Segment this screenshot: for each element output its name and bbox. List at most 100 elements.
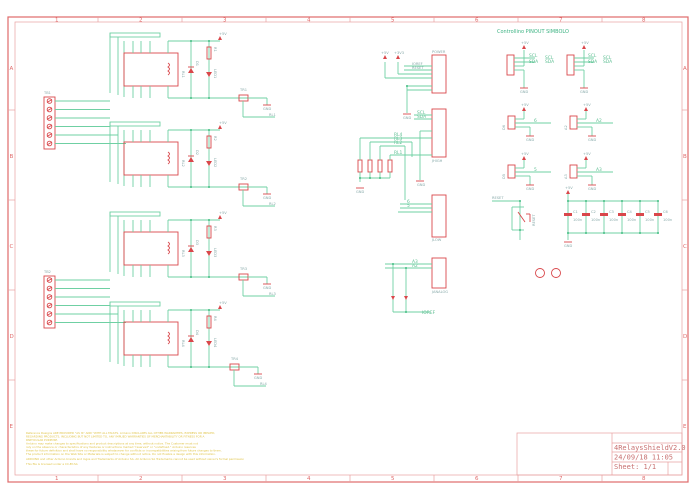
connector-body bbox=[569, 164, 578, 179]
relay-coil bbox=[167, 331, 170, 345]
led-label: LED1 bbox=[213, 69, 217, 78]
design-name: 4RelaysShieldV2.0 bbox=[614, 444, 686, 452]
gnd-label: GND bbox=[263, 196, 271, 200]
relay-label: RL1 bbox=[181, 71, 185, 78]
col-label: 5 bbox=[391, 476, 395, 482]
net-label: RL2 bbox=[269, 202, 276, 206]
gnd-label: GND bbox=[588, 138, 596, 142]
led-label: LED2 bbox=[213, 158, 217, 167]
capacitor-icon bbox=[600, 213, 608, 216]
screw-slot bbox=[46, 107, 53, 112]
pullup-resistors: GND bbox=[356, 138, 393, 194]
capacitor-c6: C6 100n bbox=[654, 200, 672, 234]
mounting-hole bbox=[535, 268, 545, 278]
connector-body bbox=[507, 164, 516, 179]
svg-text:A2: A2 bbox=[412, 263, 418, 269]
vcc-label: +5V bbox=[219, 211, 227, 215]
screw-slot bbox=[46, 141, 53, 146]
screw-slot bbox=[46, 303, 53, 308]
svg-text:6: 6 bbox=[407, 199, 410, 205]
note-line: these for future definition and shall ha… bbox=[26, 449, 222, 453]
row-label: A bbox=[683, 66, 687, 72]
svg-text:+5V: +5V bbox=[581, 41, 589, 45]
row-label: D bbox=[683, 334, 687, 340]
col-label: 6 bbox=[475, 476, 479, 482]
relay-body bbox=[123, 321, 179, 356]
svg-text:RL2: RL2 bbox=[394, 140, 402, 146]
net-label: A2 bbox=[596, 118, 602, 124]
svg-text:SCL: SCL bbox=[529, 53, 538, 59]
screw-terminal-pin bbox=[46, 302, 53, 309]
capacitor-value: 100n bbox=[663, 218, 672, 222]
diode-icon bbox=[188, 157, 194, 162]
decoupling-capacitors: +5V GND C1100nC2100nC3100nC4100nC5100nC6… bbox=[564, 186, 672, 248]
net-label: 5 bbox=[534, 167, 537, 173]
col-label: 4 bbox=[307, 476, 311, 482]
svg-text:+5V: +5V bbox=[381, 51, 389, 55]
section-title: Controllino PINOUT SIMBOLO bbox=[497, 29, 569, 35]
diode-label: D2 bbox=[195, 150, 199, 155]
svg-text:+3V3: +3V3 bbox=[394, 51, 404, 55]
relay-label: RL4 bbox=[181, 340, 185, 347]
net-label: A3 bbox=[596, 167, 602, 173]
screw-terminal-pin bbox=[46, 319, 53, 326]
svg-text:IOREF: IOREF bbox=[412, 62, 423, 66]
capacitor-name: C6 bbox=[663, 210, 669, 214]
screw-slot bbox=[46, 320, 53, 325]
svg-text:+5V: +5V bbox=[565, 186, 573, 190]
vcc-icon bbox=[218, 125, 222, 129]
svg-text:SDA: SDA bbox=[545, 59, 554, 65]
transistor-label: TR2 bbox=[239, 177, 247, 181]
svg-text:GND: GND bbox=[356, 190, 364, 194]
capacitor-icon bbox=[582, 213, 590, 216]
capacitor-icon bbox=[654, 213, 662, 216]
led-icon bbox=[206, 341, 212, 346]
capacitor-name: C5 bbox=[645, 210, 650, 214]
screw-slot bbox=[46, 286, 53, 291]
row-label: E bbox=[683, 424, 687, 430]
connector-label: D5 bbox=[502, 174, 506, 179]
screw-terminal-pin bbox=[46, 285, 53, 292]
svg-text:TB1: TB1 bbox=[43, 91, 51, 95]
col-label: 8 bbox=[642, 18, 646, 24]
column-labels-bottom: 1 2 3 4 5 6 7 8 bbox=[55, 476, 646, 482]
led-icon bbox=[206, 161, 212, 166]
relay-body bbox=[123, 231, 179, 266]
svg-text:RL3: RL3 bbox=[394, 136, 402, 142]
capacitor-value: 100n bbox=[573, 218, 582, 222]
transistor-label: TR3 bbox=[239, 267, 247, 271]
svg-text:GND: GND bbox=[564, 244, 572, 248]
svg-text:POWER: POWER bbox=[432, 50, 446, 54]
diode-icon bbox=[188, 337, 194, 342]
note-line: The product information on the Web Site … bbox=[25, 452, 216, 456]
col-label: 5 bbox=[391, 18, 395, 24]
sheet-number: Sheet: 1/1 bbox=[614, 463, 656, 471]
diode-icon bbox=[188, 247, 194, 252]
diode-label: D4 bbox=[195, 330, 199, 336]
net-label: RL4 bbox=[260, 382, 267, 386]
svg-text:JLOW: JLOW bbox=[431, 238, 442, 242]
svg-text:SDA: SDA bbox=[417, 114, 426, 120]
mounting-hole bbox=[551, 268, 561, 278]
row-label: B bbox=[10, 154, 14, 160]
relay-coil bbox=[167, 151, 170, 165]
led-label: LED4 bbox=[213, 338, 217, 348]
svg-text:A3: A3 bbox=[412, 259, 418, 265]
col-label: 3 bbox=[223, 476, 227, 482]
screw-slot bbox=[46, 99, 53, 103]
svg-text:TB2: TB2 bbox=[43, 270, 51, 274]
connector-label: A3 bbox=[564, 174, 568, 179]
vcc-icon bbox=[584, 156, 588, 160]
svg-text:JHIGH: JHIGH bbox=[431, 159, 443, 163]
connector-label: D6 bbox=[502, 124, 506, 130]
vcc-label: +5V bbox=[583, 103, 591, 107]
note-line: This file is licensed under a CC-BY-SA bbox=[25, 462, 78, 466]
svg-text:SCL: SCL bbox=[588, 53, 597, 59]
